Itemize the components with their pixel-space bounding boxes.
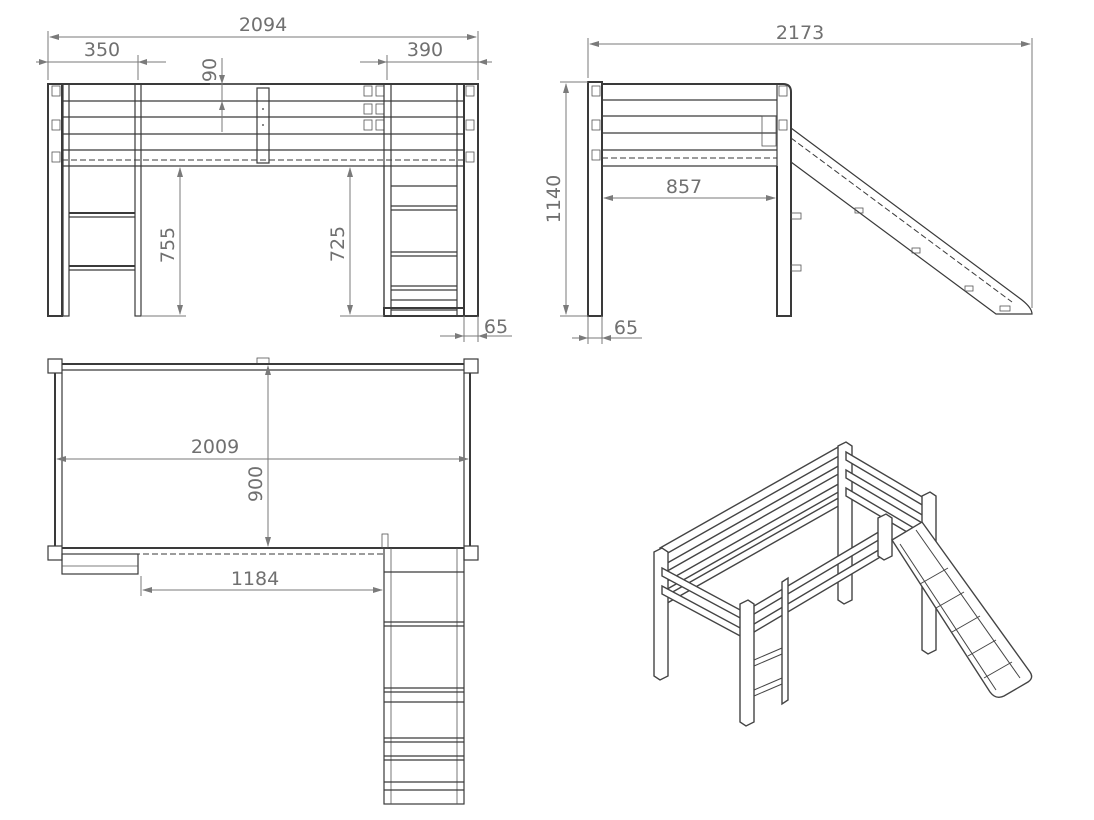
front-view: 2094 350 390 90 755 xyxy=(36,14,512,342)
dim-front-right-clear: 725 xyxy=(327,167,384,317)
dim-side-inner: 857 xyxy=(603,176,776,201)
dim-front-right-clear-label: 725 xyxy=(327,226,349,262)
dim-front-post: 65 xyxy=(440,316,512,342)
dim-side-post: 65 xyxy=(572,316,642,344)
dim-side-total: 2173 xyxy=(587,22,1033,308)
dim-front-post-label: 65 xyxy=(484,316,508,338)
dim-front-total-label: 2094 xyxy=(239,14,287,36)
dim-top-width-label: 900 xyxy=(245,466,267,502)
dim-front-guard: 90 xyxy=(199,58,260,132)
dim-front-left-label: 350 xyxy=(84,39,120,61)
dim-front-right: 390 xyxy=(360,39,492,80)
dim-top-ladder-label: 1184 xyxy=(231,568,279,590)
dim-front-left-clear: 755 xyxy=(141,167,186,317)
dim-side-height: 1140 xyxy=(543,81,588,317)
side-view: 2173 1140 857 65 xyxy=(543,22,1033,344)
dim-front-right-label: 390 xyxy=(407,39,443,61)
side-left-post xyxy=(587,81,603,317)
isometric-view xyxy=(653,441,1033,727)
dim-front-total: 2094 xyxy=(47,14,479,80)
dim-top-length: 2009 xyxy=(56,436,469,462)
dim-side-inner-label: 857 xyxy=(666,176,702,198)
front-right-post xyxy=(463,83,479,317)
center-brace xyxy=(256,87,270,164)
dim-front-left-clear-label: 755 xyxy=(157,227,179,263)
dim-top-length-label: 2009 xyxy=(191,436,239,458)
front-left-post xyxy=(47,83,63,317)
dim-side-post-label: 65 xyxy=(614,317,638,339)
slide-ladder xyxy=(790,127,1033,315)
top-view: 2009 900 1184 xyxy=(47,357,479,805)
dim-top-width: 900 xyxy=(245,365,271,547)
top-ladder xyxy=(383,547,465,805)
dim-front-guard-label: 90 xyxy=(199,58,221,82)
dim-side-total-label: 2173 xyxy=(776,22,824,44)
side-right-post xyxy=(776,83,792,317)
dim-side-height-label: 1140 xyxy=(543,175,565,223)
dim-top-ladder: 1184 xyxy=(140,568,383,596)
dim-front-left: 350 xyxy=(36,39,166,80)
iso-slide xyxy=(891,521,1033,699)
